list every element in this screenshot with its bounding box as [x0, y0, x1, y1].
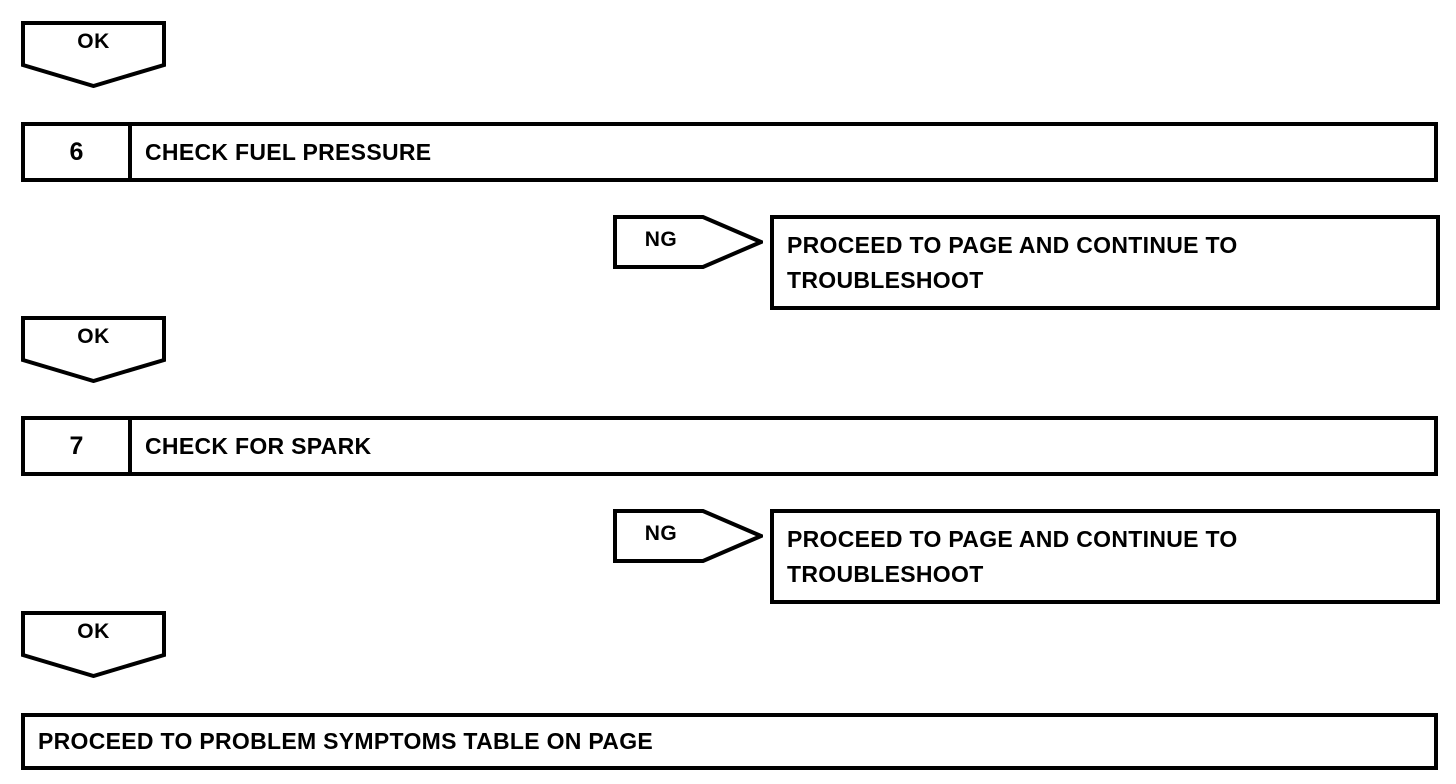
- ok-arrow-bottom: OK: [21, 611, 166, 678]
- ng-arrow-7: NG: [613, 509, 763, 563]
- ok-arrow-top-label: OK: [77, 30, 110, 53]
- ng-result-box-6-line-2: TROUBLESHOOT: [787, 266, 984, 293]
- step-7-title: CHECK FOR SPARK: [145, 432, 372, 459]
- ok-arrow-middle-label: OK: [77, 325, 110, 348]
- ng-arrow-6: NG: [613, 215, 763, 269]
- ng-arrow-7-label: NG: [644, 522, 678, 545]
- ng-pentagon-right-icon: [613, 215, 763, 269]
- ng-result-box-6: PROCEED TO PAGE AND CONTINUE TO TROUBLES…: [770, 215, 1440, 310]
- step-row-7: 7 CHECK FOR SPARK: [21, 416, 1438, 476]
- step-row-6: 6 CHECK FUEL PRESSURE: [21, 122, 1438, 182]
- step-6-number: 6: [25, 126, 132, 178]
- ng-arrow-6-label: NG: [644, 228, 678, 251]
- step-7-number: 7: [25, 420, 132, 472]
- ng-result-box-7-line-1: PROCEED TO PAGE AND CONTINUE TO: [787, 526, 1238, 552]
- ok-pentagon-down-icon: [21, 21, 166, 88]
- ok-pentagon-down-icon: [21, 611, 166, 678]
- ng-result-box-7: PROCEED TO PAGE AND CONTINUE TO TROUBLES…: [770, 509, 1440, 604]
- ng-pentagon-right-icon: [613, 509, 763, 563]
- ng-result-box-6-line-1: PROCEED TO PAGE AND CONTINUE TO: [787, 232, 1238, 258]
- ng-result-box-7-line-2: TROUBLESHOOT: [787, 560, 984, 587]
- ok-pentagon-down-icon: [21, 316, 166, 383]
- final-result-box: PROCEED TO PROBLEM SYMPTOMS TABLE ON PAG…: [21, 713, 1438, 770]
- ok-arrow-bottom-label: OK: [77, 620, 110, 643]
- ok-arrow-middle: OK: [21, 316, 166, 383]
- step-6-title: CHECK FUEL PRESSURE: [145, 138, 432, 165]
- ok-arrow-top: OK: [21, 21, 166, 88]
